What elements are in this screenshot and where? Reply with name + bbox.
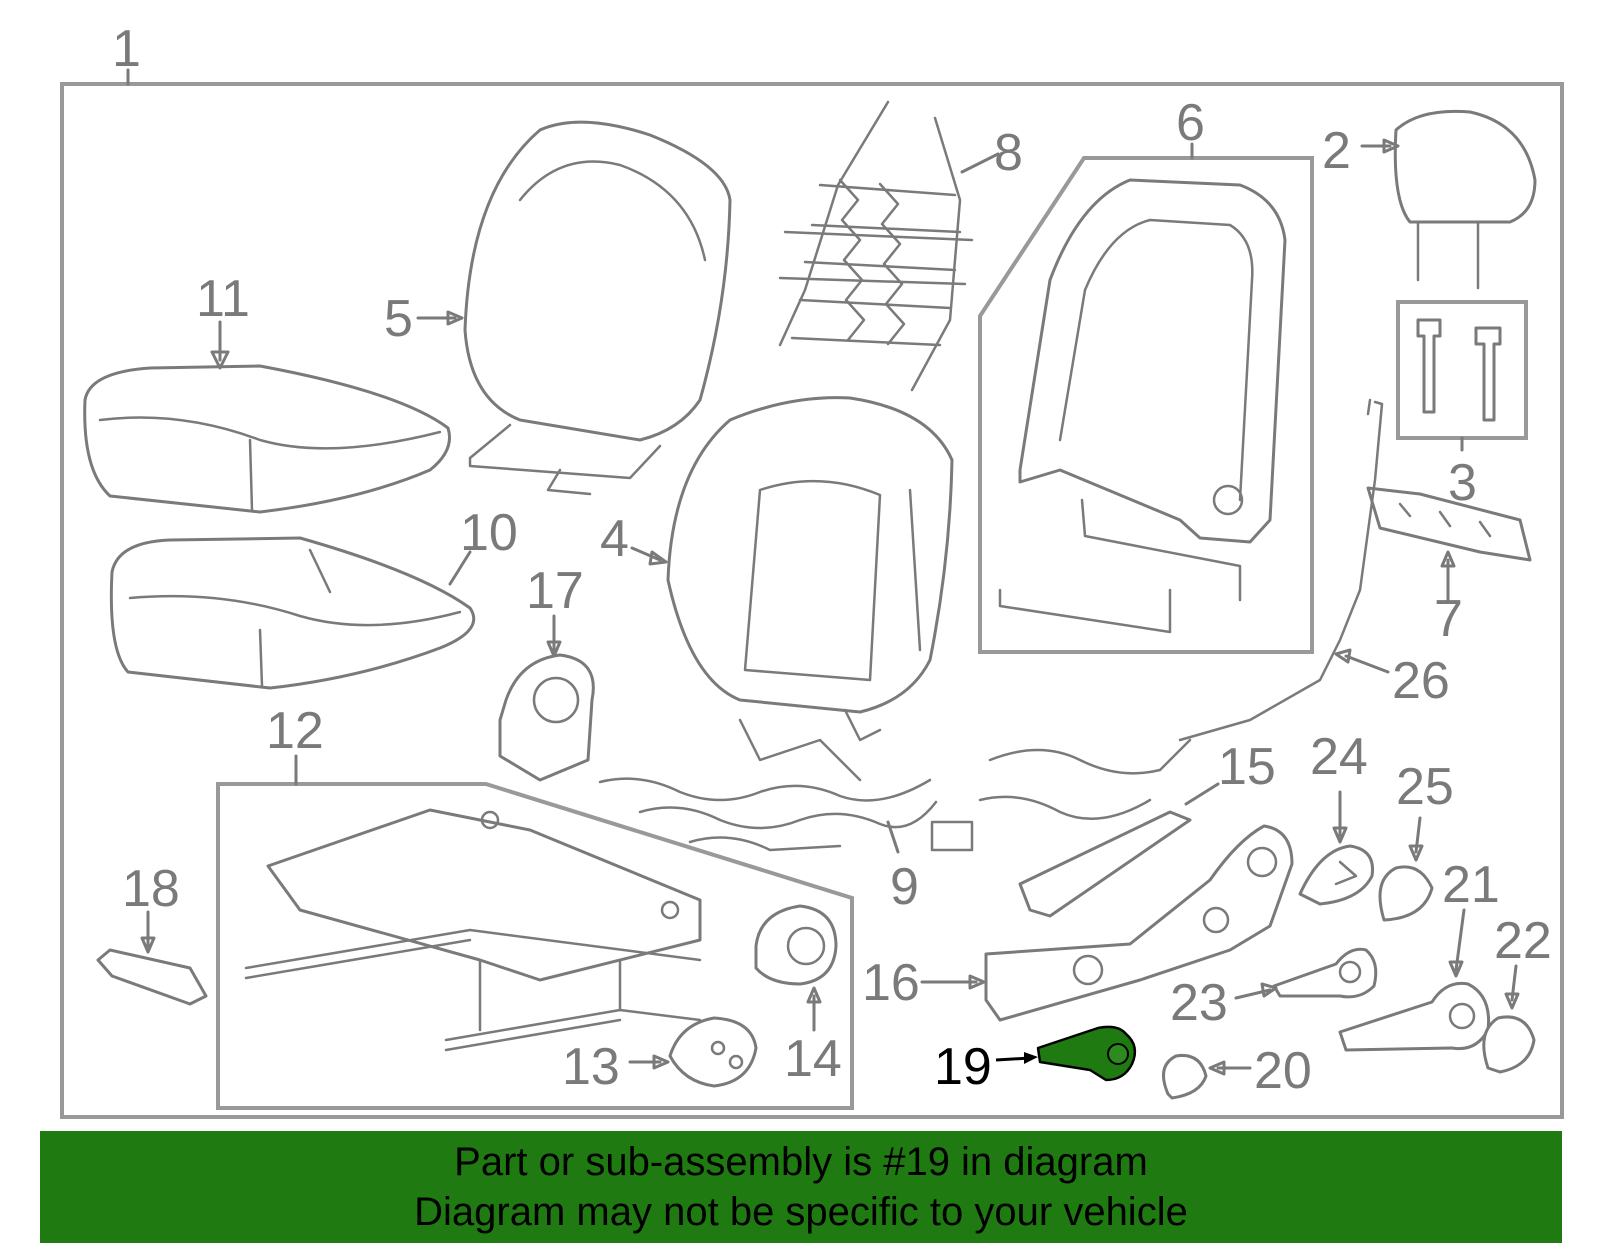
part-10-cushion-pad <box>109 536 476 690</box>
part-12-group-box <box>216 782 854 1110</box>
part-13-motor-mount <box>668 1016 758 1088</box>
part-5-seatback-cover <box>463 120 732 496</box>
part-6-seatback-frame <box>998 178 1287 634</box>
part-25-cap <box>1378 865 1434 922</box>
part-14-motor <box>754 904 838 986</box>
part-19-lever-highlighted <box>1036 1025 1137 1082</box>
callout-11: 11 <box>196 270 250 328</box>
part-info-banner: Part or sub-assembly is #19 in diagram D… <box>40 1131 1562 1243</box>
part-17-recliner-housing <box>498 653 595 782</box>
callout-13: 13 <box>562 1038 620 1096</box>
part-2-headrest <box>1393 109 1537 290</box>
part-12-seat-frame <box>244 808 702 1052</box>
part-8-seatback-suspension <box>778 100 974 392</box>
callout-14: 14 <box>784 1030 842 1088</box>
part-3-headrest-guides <box>1416 318 1502 422</box>
banner-line-2: Diagram may not be specific to your vehi… <box>414 1190 1188 1234</box>
part-11-cushion-cover <box>83 364 451 514</box>
part-6-group-box <box>978 156 1314 654</box>
callout-1: 1 <box>112 20 141 78</box>
part-15-harness-trim <box>930 738 1192 918</box>
callout-6: 6 <box>1176 94 1205 152</box>
callout-26: 26 <box>1392 652 1450 710</box>
part-16-side-shield <box>984 824 1294 1022</box>
part-21-lever <box>1338 981 1491 1052</box>
assembly-frame <box>60 82 1564 1119</box>
callout-15: 15 <box>1218 738 1276 796</box>
part-18-trim <box>96 948 208 1006</box>
part-7-trim-piece <box>1366 486 1532 562</box>
part-22-cap <box>1482 1015 1536 1074</box>
callout-12: 12 <box>266 702 324 760</box>
part-20-cap <box>1162 1053 1208 1100</box>
callout-9: 9 <box>890 858 919 916</box>
part-24-knob <box>1298 844 1375 906</box>
callout-24: 24 <box>1310 728 1368 786</box>
callout-2: 2 <box>1322 122 1351 180</box>
callout-21: 21 <box>1442 856 1500 914</box>
callout-10: 10 <box>460 504 518 562</box>
part-4-seatback-pad <box>666 396 954 742</box>
part-26-cable <box>1178 398 1384 742</box>
callout-16: 16 <box>862 954 920 1012</box>
callout-8: 8 <box>994 124 1023 182</box>
callout-20: 20 <box>1254 1042 1312 1100</box>
callout-23: 23 <box>1170 974 1228 1032</box>
callout-19: 19 <box>934 1038 992 1096</box>
part-9-cushion-suspension <box>598 718 938 852</box>
callout-18: 18 <box>122 860 180 918</box>
callout-7: 7 <box>1434 590 1463 648</box>
callout-22: 22 <box>1494 912 1552 970</box>
callout-4: 4 <box>600 510 629 568</box>
part-23-lever <box>1272 947 1378 999</box>
callout-5: 5 <box>384 290 413 348</box>
callout-25: 25 <box>1396 758 1454 816</box>
callout-17: 17 <box>526 562 584 620</box>
banner-line-1: Part or sub-assembly is #19 in diagram <box>454 1140 1148 1184</box>
